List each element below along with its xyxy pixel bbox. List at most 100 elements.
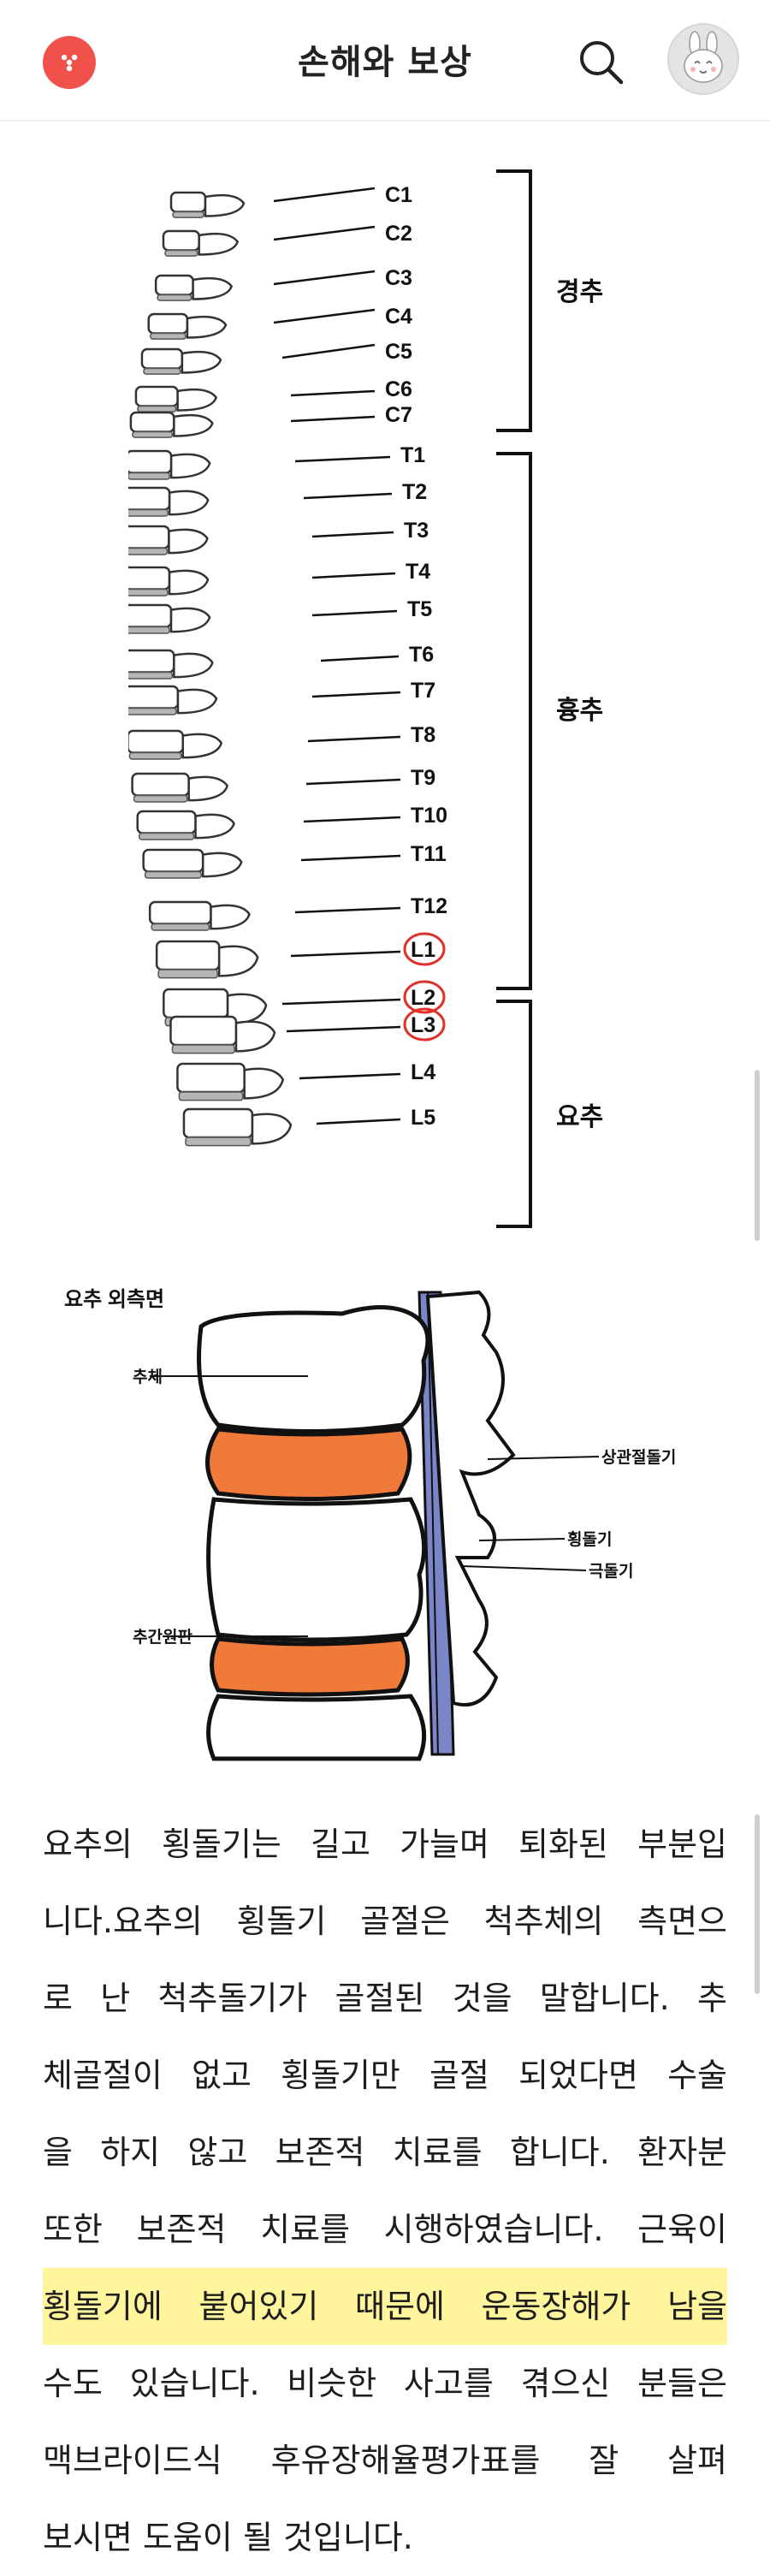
vertebra-process bbox=[186, 315, 228, 339]
vertebra-process bbox=[181, 350, 222, 374]
lumbar-side-diagram: 요추 외측면 추체 추간원판 상관절돌기 횡돌기 극돌기 bbox=[64, 1288, 676, 1761]
vertebra-label-t5: T5 bbox=[407, 597, 432, 621]
vertebra-disc bbox=[128, 472, 170, 480]
leader-line bbox=[303, 816, 401, 823]
vertebra-process bbox=[169, 607, 211, 633]
leader-line bbox=[286, 1025, 401, 1033]
page-title: 손해와 보상 bbox=[298, 43, 472, 82]
leader-line bbox=[311, 691, 401, 698]
vertebra-label-c7: C7 bbox=[385, 403, 412, 427]
vertebra-body bbox=[148, 900, 212, 925]
vertebra-label-t9: T9 bbox=[411, 766, 435, 790]
avatar[interactable] bbox=[667, 23, 739, 95]
leader-line bbox=[290, 950, 401, 958]
vertebra-process bbox=[169, 453, 211, 479]
vertebra-process bbox=[181, 733, 223, 759]
leader-line bbox=[294, 906, 401, 914]
vertebra-process bbox=[251, 1113, 293, 1145]
vertebra-disc bbox=[128, 588, 169, 597]
leader-line bbox=[273, 187, 376, 203]
vertebra-disc bbox=[132, 430, 174, 438]
vertebra-label-t1: T1 bbox=[400, 443, 425, 467]
search-button[interactable] bbox=[573, 34, 628, 89]
vertebra-process bbox=[187, 775, 229, 802]
thoracic-bracket bbox=[496, 452, 532, 990]
leader-line bbox=[305, 778, 401, 786]
leader-line bbox=[311, 531, 394, 538]
region-label-thoracic: 흉추 bbox=[556, 697, 603, 725]
vertebra-disc bbox=[151, 923, 210, 931]
highlight-circle-l1 bbox=[403, 932, 446, 966]
vertebra-label-l3: L3 bbox=[411, 1013, 435, 1037]
scrollbar-thumb-lower[interactable] bbox=[755, 1814, 760, 1994]
vertebra-disc bbox=[128, 626, 170, 634]
vertebra-body bbox=[136, 810, 197, 834]
vertebra-body bbox=[128, 486, 171, 511]
vertebra-process bbox=[176, 688, 218, 715]
lumbar-bracket bbox=[496, 1000, 532, 1228]
vertebra-disc bbox=[157, 294, 192, 301]
vertebra-disc bbox=[172, 211, 204, 218]
scrollbar-thumb[interactable] bbox=[755, 1070, 760, 1241]
leader-line bbox=[273, 270, 376, 286]
vertebra-label-c4: C4 bbox=[385, 305, 412, 329]
leader-line bbox=[303, 492, 393, 500]
vertebra-disc bbox=[128, 547, 169, 555]
vertebra-process bbox=[217, 945, 259, 977]
vertebra-process bbox=[194, 813, 235, 840]
vertebra-body bbox=[169, 1015, 238, 1047]
menu-button[interactable] bbox=[43, 36, 96, 89]
spine-diagram: C1C2C3C4C5C6C7T1T2T3T4T5T6T7T8T9T10T11T1… bbox=[128, 169, 603, 1228]
vertebra-body bbox=[129, 411, 175, 433]
intervertebral-disc-top bbox=[205, 1427, 412, 1501]
highlight-circle-l3 bbox=[403, 1007, 446, 1042]
vertebra-disc bbox=[157, 969, 218, 979]
vertebra-label-t3: T3 bbox=[404, 519, 429, 543]
vertebra-label-c3: C3 bbox=[385, 266, 412, 290]
vertebral-body-bottom bbox=[206, 1694, 427, 1761]
vertebra-process bbox=[192, 276, 234, 300]
vertebra-body bbox=[163, 988, 229, 1019]
article-line: 니다.요추의 횡돌기 골절은 척추체의 측면으 bbox=[43, 1902, 727, 1940]
vertebra-process bbox=[168, 569, 210, 596]
vertebra-process bbox=[204, 193, 246, 217]
vertebra-body bbox=[128, 649, 175, 674]
leader-line bbox=[311, 609, 398, 617]
app-header: 손해와 보상 bbox=[0, 0, 770, 122]
vertebra-body bbox=[128, 525, 170, 549]
lumbar-caption: 요추 외측면 bbox=[64, 1288, 164, 1311]
vertebra-body bbox=[142, 848, 204, 873]
vertebra-disc bbox=[149, 332, 187, 340]
avatar-icon bbox=[684, 31, 723, 83]
search-icon bbox=[580, 41, 624, 85]
leader-line bbox=[307, 735, 401, 743]
vertebra-process bbox=[168, 490, 210, 516]
vertebra-label-l4: L4 bbox=[411, 1060, 435, 1084]
vertebra-disc bbox=[144, 870, 202, 879]
vertebra-process bbox=[173, 413, 214, 437]
vertebra-disc bbox=[164, 249, 198, 257]
vertebra-process bbox=[210, 904, 251, 930]
vertebral-body-top bbox=[197, 1305, 430, 1433]
vertebra-label-l2: L2 bbox=[411, 986, 435, 1010]
vertebra-process bbox=[234, 1020, 276, 1053]
vertebra-label-t4: T4 bbox=[406, 560, 430, 584]
article-line: 또한 보존적 치료를 시행하였습니다. 근육이 bbox=[43, 2211, 727, 2248]
vertebra-body bbox=[128, 603, 173, 628]
vertebra-disc bbox=[178, 1091, 244, 1101]
vertebra-disc bbox=[138, 832, 195, 840]
leader-line bbox=[290, 389, 376, 397]
vertebra-process bbox=[168, 528, 209, 555]
posterior-processes bbox=[425, 1290, 516, 1706]
vertebra-process bbox=[201, 852, 243, 878]
vertebra-label-l1: L1 bbox=[411, 938, 435, 962]
article-line: 체골절이 없고 횡돌기만 골절 되었다면 수술 bbox=[43, 2057, 727, 2094]
vertebra-body bbox=[140, 347, 184, 370]
article-line: 횡돌기에 붙어있기 때문에 운동장해가 남을 bbox=[43, 2268, 727, 2345]
vertebra-body bbox=[128, 729, 185, 754]
article-line: 맥브라이드식 후유장해율평가표를 잘 살펴 bbox=[43, 2442, 727, 2479]
vertebra-label-t6: T6 bbox=[409, 643, 434, 667]
vertebra-process bbox=[173, 652, 214, 679]
vertebra-disc bbox=[128, 671, 174, 680]
vertebra-label-c1: C1 bbox=[385, 183, 412, 207]
